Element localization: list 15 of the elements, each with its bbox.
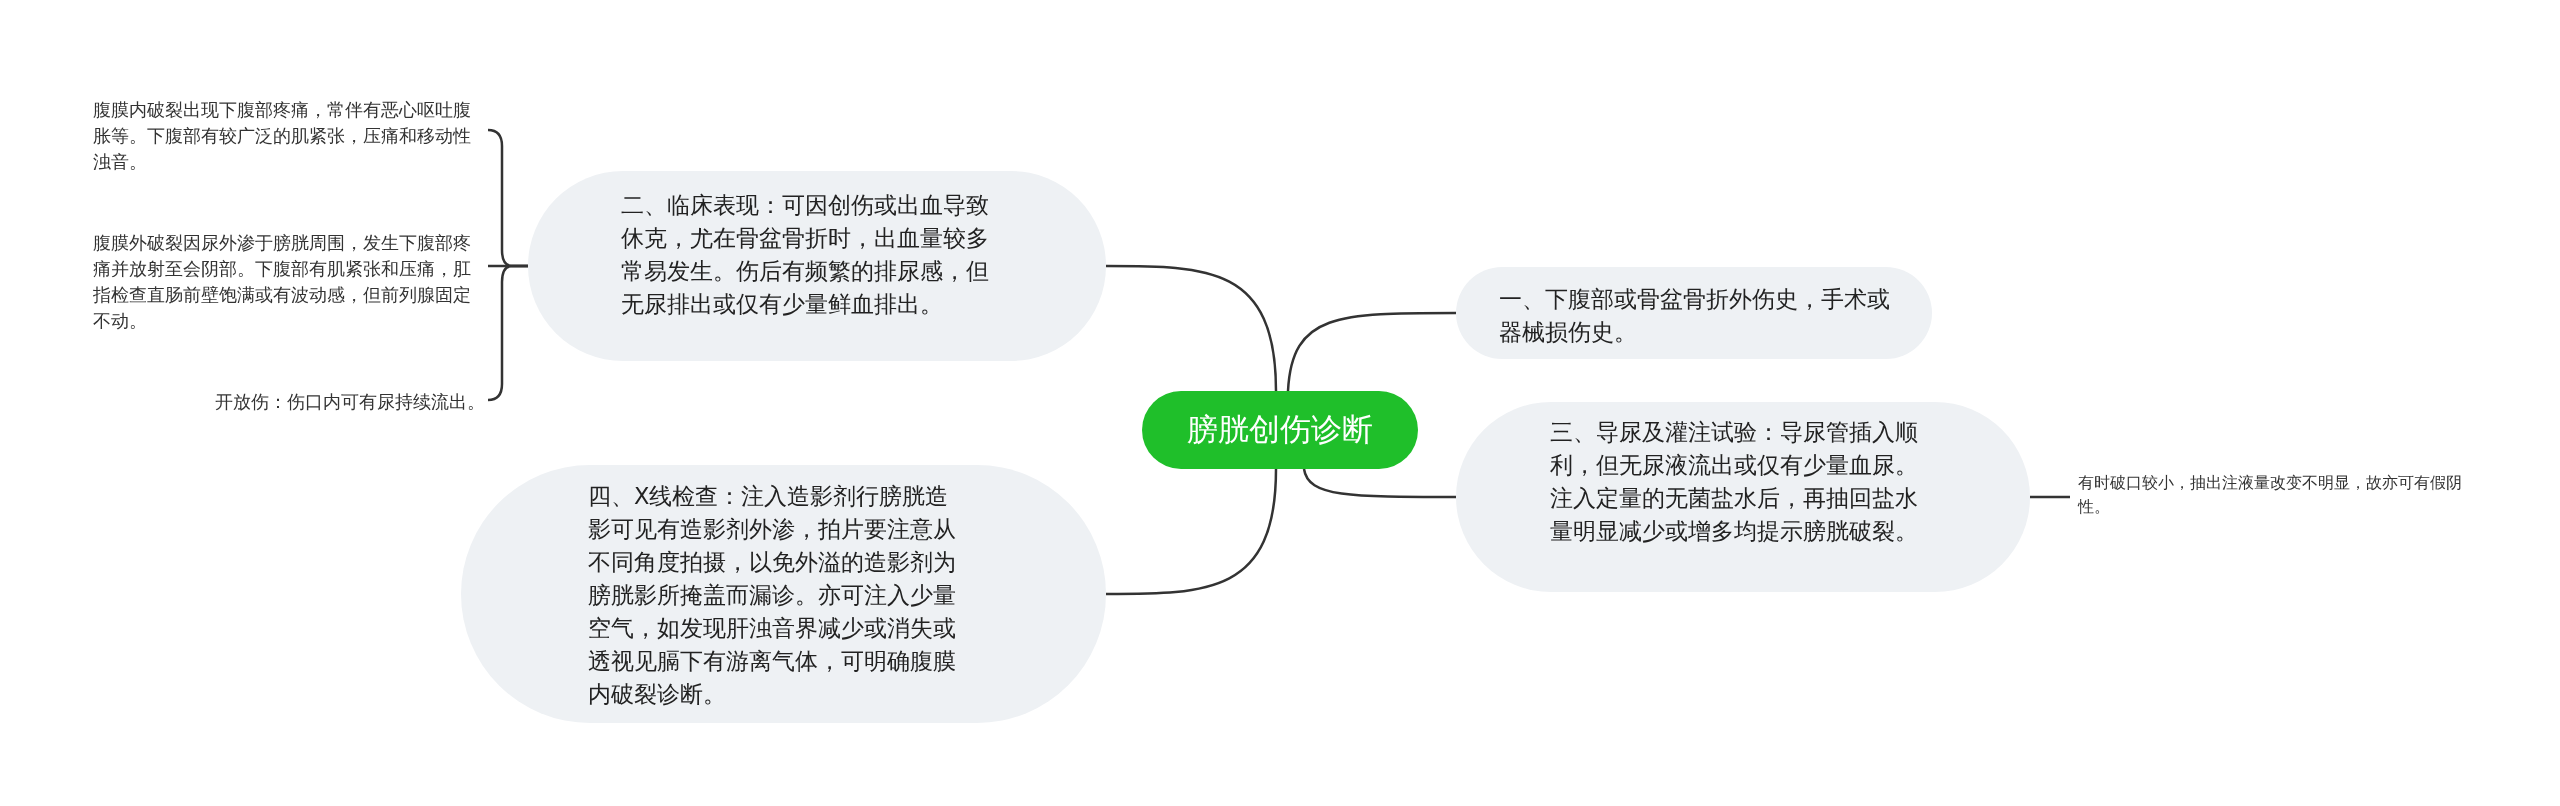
topic-text: 二、临床表现：可因创伤或出血导致休克，尤在骨盆骨折时，出血量较多常易发生。伤后有频繁的排尿感，但无尿排出或仅有少量鲜血排出。: [621, 191, 990, 319]
connector-line: [1302, 468, 1456, 499]
connector-line: [1106, 468, 1278, 596]
connector-line: [1106, 264, 1278, 392]
topic-text: 三、导尿及灌注试验：导尿管插入顺利，但无尿液流出或仅有少量血尿。注入定量的无菌盐水后，再抽回盐水量明显减少或增多均提示膀胱破裂。: [1550, 418, 1919, 546]
central-topic-text: 膀胱创伤诊断: [1187, 410, 1373, 449]
connector-line: [487, 264, 528, 402]
note-text: 腹膜内破裂出现下腹部疼痛，常伴有恶心呕吐腹胀等。下腹部有较广泛的肌紧张，压痛和移动性浊音。: [93, 97, 485, 175]
topic-text: 一、下腹部或骨盆骨折外伤史，手术或器械损伤史。: [1499, 285, 1891, 347]
connector-line: [2030, 495, 2070, 499]
note-text: 腹膜外破裂因尿外渗于膀胱周围，发生下腹部疼痛并放射至会阴部。下腹部有肌紧张和压痛，肛指检查直肠前壁饱满或有波动感，但前列腺固定不动。: [93, 230, 485, 334]
connector-line: [1286, 311, 1456, 392]
note-text: 开放伤：伤口内可有尿持续流出。: [180, 389, 485, 415]
note-text: 有时破口较小，抽出注液量改变不明显，故亦可有假阴性。: [2078, 471, 2478, 519]
topic-text: 四、X线检查：注入造影剂行膀胱造影可见有造影剂外渗，拍片要注意从不同角度拍摄，以免外溢的造影剂为膀胱影所掩盖而漏诊。亦可注入少量空气，如发现肝浊音界减少或消失或透视见膈下有游离气体，可明确腹膜内破裂诊断。: [588, 482, 957, 709]
